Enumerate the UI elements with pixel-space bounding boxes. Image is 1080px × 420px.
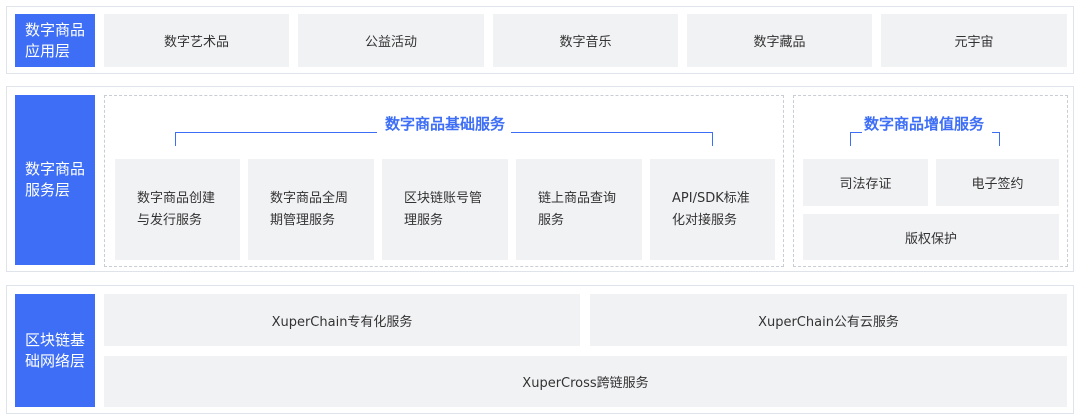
- basic-services-title: 数字商品基础服务: [384, 115, 505, 133]
- app-item-digital-music: 数字音乐: [493, 14, 678, 67]
- blockchain-network-layer: 区块链基 础网络层 XuperChain专有化服务 XuperChain公有云服…: [6, 285, 1074, 414]
- app-item-digital-art: 数字艺术品: [104, 14, 289, 67]
- application-layer: 数字商品 应用层 数字艺术品 公益活动 数字音乐 数字藏品 元宇宙: [6, 6, 1074, 74]
- basic-service-item: API/SDK标准 化对接服务: [650, 159, 775, 260]
- value-added-services-panel: 数字商品增值服务 司法存证 电子签约 版权保护: [793, 95, 1068, 267]
- basic-service-item: 链上商品查询 服务: [516, 159, 642, 260]
- network-item-cross-chain: XuperCross跨链服务: [104, 356, 1067, 407]
- service-layer: 数字商品 服务层 数字商品基础服务 数字商品创建 与发行服务 数字商品全周 期管…: [6, 86, 1074, 272]
- basic-services-panel: 数字商品基础服务 数字商品创建 与发行服务 数字商品全周 期管理服务 区块链账号…: [104, 95, 784, 267]
- basic-service-item: 数字商品全周 期管理服务: [248, 159, 374, 260]
- application-layer-label: 数字商品 应用层: [15, 14, 95, 67]
- network-item-private-chain: XuperChain专有化服务: [104, 294, 580, 346]
- app-item-digital-collectibles: 数字藏品: [687, 14, 872, 67]
- value-added-item-copyright: 版权保护: [803, 214, 1059, 260]
- network-layer-label: 区块链基 础网络层: [15, 294, 95, 407]
- basic-service-item: 数字商品创建 与发行服务: [115, 159, 240, 260]
- app-item-metaverse: 元宇宙: [881, 14, 1067, 67]
- basic-services-bracket: [175, 132, 713, 146]
- value-added-services-title: 数字商品增值服务: [863, 115, 984, 133]
- service-layer-label: 数字商品 服务层: [15, 95, 95, 265]
- value-added-item-e-signature: 电子签约: [936, 159, 1059, 206]
- basic-service-item: 区块链账号管 理服务: [382, 159, 508, 260]
- value-added-item-judicial-evidence: 司法存证: [803, 159, 928, 206]
- value-added-bracket: [850, 132, 1000, 146]
- network-item-public-cloud: XuperChain公有云服务: [590, 294, 1067, 346]
- app-item-charity: 公益活动: [298, 14, 484, 67]
